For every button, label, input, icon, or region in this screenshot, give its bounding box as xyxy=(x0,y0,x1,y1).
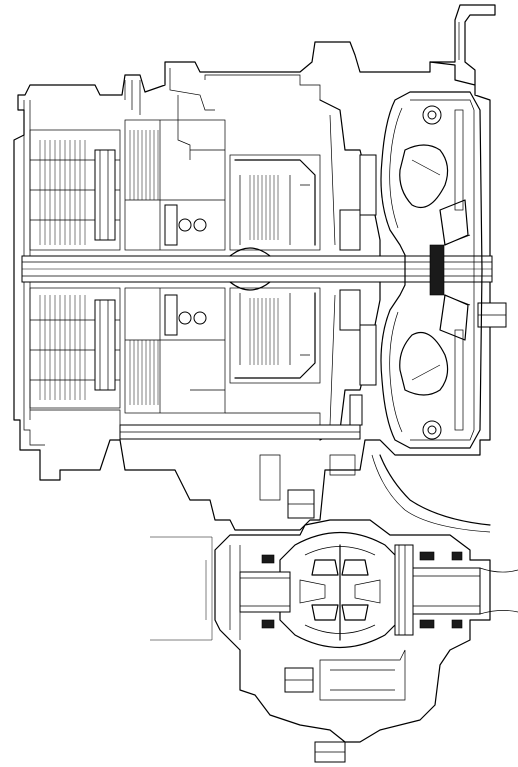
oil-pump xyxy=(319,99,381,441)
main-shaft xyxy=(21,247,507,328)
clutch-pack-upper-right xyxy=(229,154,321,251)
clutch-pack-lower-left xyxy=(29,287,121,409)
countershaft xyxy=(30,394,363,519)
reference-lines xyxy=(150,536,213,641)
clutch-pack-upper-left xyxy=(29,129,121,251)
top-bracket xyxy=(429,4,496,86)
clutch-pack-upper-middle xyxy=(124,119,226,251)
differential xyxy=(214,519,518,743)
transmission-housing xyxy=(13,41,491,531)
housing-lower-right xyxy=(371,454,491,533)
clutch-pack-lower-right xyxy=(229,287,321,384)
lower-actuator xyxy=(284,649,406,763)
torque-converter xyxy=(380,91,483,449)
clutch-pack-lower-middle xyxy=(124,287,226,414)
